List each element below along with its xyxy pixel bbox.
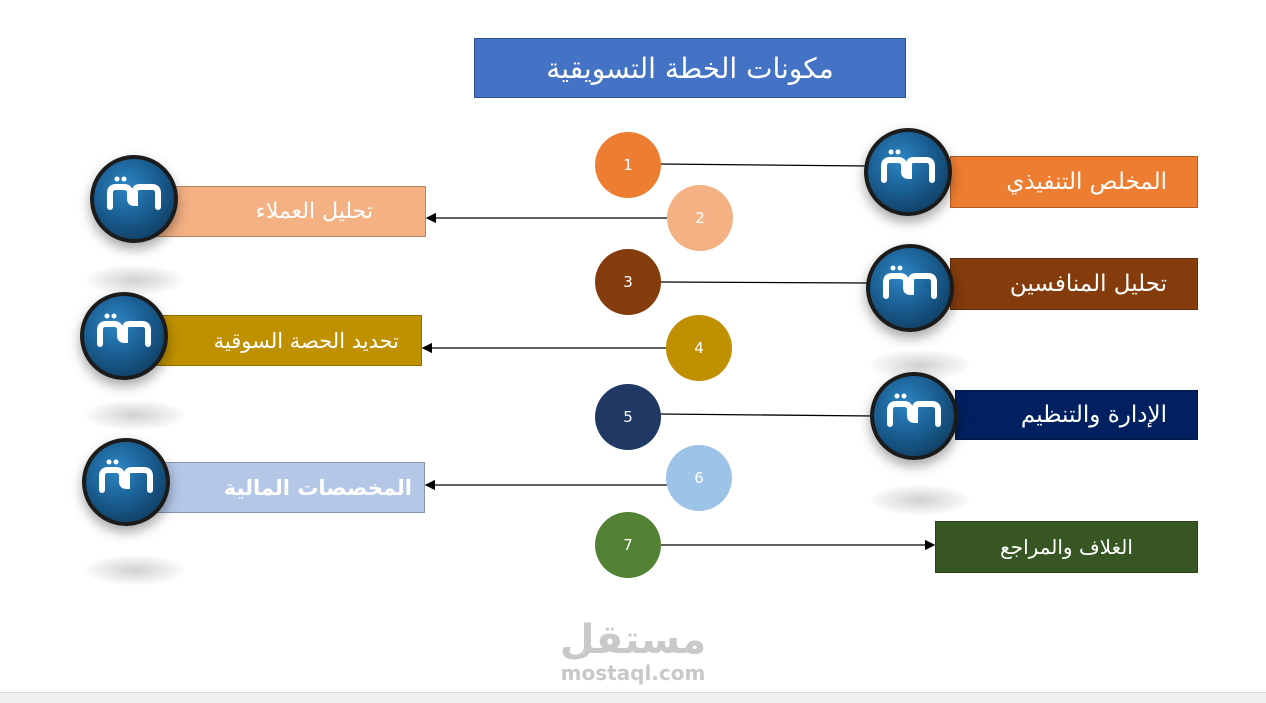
tam-logo-icon bbox=[866, 244, 954, 332]
label-customer-analysis: تحليل العملاء bbox=[150, 186, 426, 237]
step-circle-2: 2 bbox=[667, 185, 733, 251]
shadow bbox=[870, 485, 970, 515]
step-circle-6: 6 bbox=[666, 445, 732, 511]
label-cover-references: الغلاف والمراجع bbox=[935, 521, 1198, 573]
tam-logo-icon bbox=[864, 128, 952, 216]
step-circle-3: 3 bbox=[595, 249, 661, 315]
step-circle-7: 7 bbox=[595, 512, 661, 578]
label-management-organization: الإدارة والتنظيم bbox=[955, 390, 1198, 440]
label-executive-summary: المخلص التنفيذي bbox=[950, 156, 1198, 208]
diagram-title: مكونات الخطة التسويقية bbox=[474, 38, 906, 98]
connector-5 bbox=[659, 413, 875, 417]
watermark-latin: mostaql.com bbox=[560, 661, 706, 685]
mostaql-watermark: مستقل mostaql.com bbox=[548, 618, 718, 684]
shadow bbox=[85, 555, 185, 585]
step-circle-4: 4 bbox=[666, 315, 732, 381]
label-financial-allocations: المخصصات المالية bbox=[150, 462, 425, 513]
connector-3 bbox=[659, 281, 871, 284]
tam-logo-icon bbox=[80, 292, 168, 380]
label-market-share: تحديد الحصة السوقية bbox=[150, 315, 422, 366]
tam-logo-icon bbox=[82, 438, 170, 526]
tam-logo-icon bbox=[870, 372, 958, 460]
watermark-arabic: مستقل bbox=[559, 617, 707, 663]
bottom-bar bbox=[0, 692, 1266, 703]
step-circle-5: 5 bbox=[595, 384, 661, 450]
connector-1 bbox=[659, 163, 869, 167]
shadow bbox=[85, 265, 185, 295]
step-circle-1: 1 bbox=[595, 132, 661, 198]
tam-logo-icon bbox=[90, 155, 178, 243]
label-competitor-analysis: تحليل المنافسين bbox=[950, 258, 1198, 310]
shadow bbox=[85, 400, 185, 430]
